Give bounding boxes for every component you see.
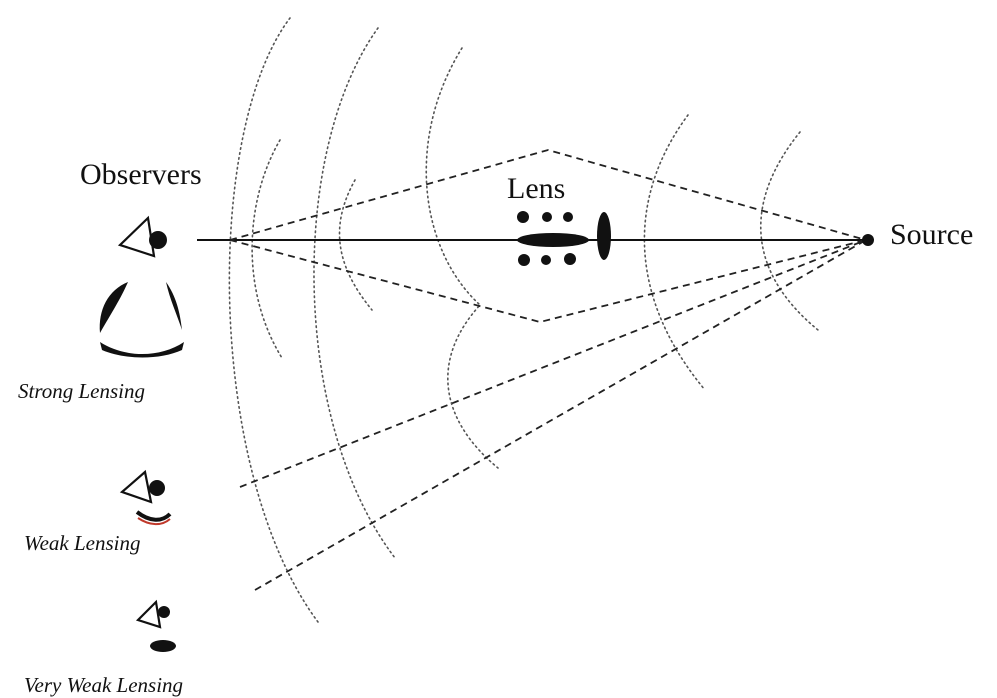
- weak-lensing-image: [135, 510, 172, 526]
- lens-galaxy: [542, 212, 552, 222]
- lens-galaxy: [564, 253, 576, 265]
- ray-weak: [239, 239, 867, 488]
- lens-galaxy-edge-on: [597, 212, 611, 260]
- eye-icon: [119, 469, 165, 504]
- very-weak-lensing-label: Very Weak Lensing: [24, 673, 183, 697]
- wavefronts: [228, 17, 819, 623]
- eye-icon: [117, 215, 167, 258]
- strong-lensing-label: Strong Lensing: [18, 379, 145, 403]
- wavefront-3: [425, 47, 499, 469]
- arc-left: [99, 282, 128, 333]
- lens-galaxy-cluster: [517, 211, 611, 266]
- wavefront-inner-a: [251, 139, 283, 359]
- strong-lensing-image: [99, 282, 184, 358]
- lens-galaxy: [518, 254, 530, 266]
- observers-label: Observers: [80, 158, 202, 191]
- wavefront-4: [643, 114, 706, 391]
- source-point: [862, 234, 874, 246]
- eye-icon: [135, 599, 170, 629]
- lens-galaxy: [541, 255, 551, 265]
- weak-lensing-label: Weak Lensing: [24, 531, 140, 555]
- lens-label: Lens: [507, 172, 565, 205]
- wavefront-1: [228, 17, 319, 623]
- wavefront-2: [313, 27, 396, 559]
- ray-very-weak: [254, 239, 867, 591]
- weak-arc: [135, 510, 172, 522]
- ray-lower-deflected: [229, 239, 867, 323]
- arc-bottom: [100, 342, 184, 358]
- lens-galaxy: [563, 212, 573, 222]
- weak-arc-accent: [137, 517, 171, 526]
- light-rays: [229, 149, 867, 591]
- lens-galaxy-disc: [517, 233, 589, 247]
- source-label: Source: [890, 218, 973, 251]
- ray-upper-deflected: [229, 149, 867, 241]
- very-weak-lensing-image: [150, 640, 176, 652]
- wavefront-inner-b: [338, 179, 373, 311]
- arc-right: [166, 282, 182, 330]
- lens-galaxy: [517, 211, 529, 223]
- wavefront-5: [760, 131, 819, 331]
